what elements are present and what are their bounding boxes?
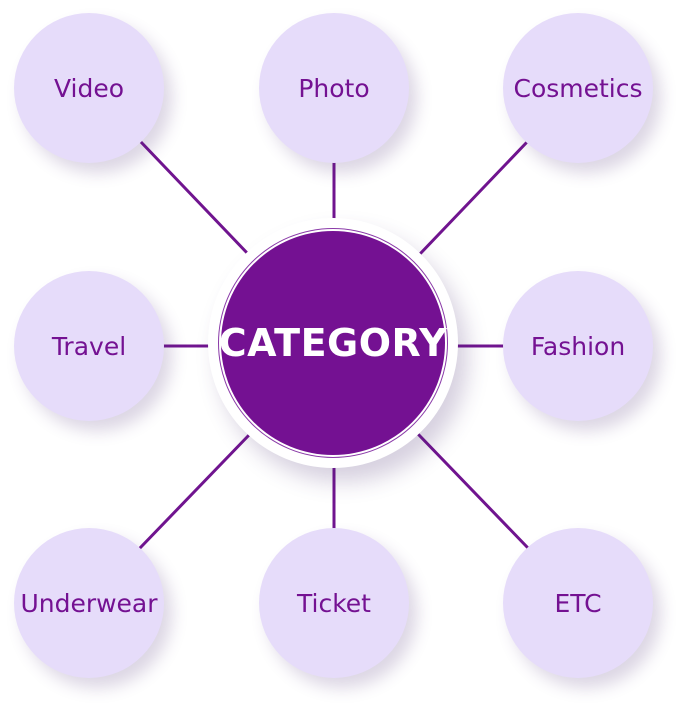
connector-underwear [138,432,252,550]
category-label-ticket: Ticket [297,588,371,618]
category-node-etc: ETC [503,528,653,678]
center-node: CATEGORY [218,231,448,455]
connector-etc [416,432,530,550]
category-node-ticket: Ticket [259,528,409,678]
category-node-underwear: Underwear [14,528,164,678]
category-node-video: Video [14,13,164,163]
category-node-travel: Travel [14,271,164,421]
category-label-video: Video [53,73,125,103]
category-label-cosmetics: Cosmetics [513,73,643,103]
connector-video [138,139,252,258]
category-node-cosmetics: Cosmetics [503,13,653,163]
category-label-photo: Photo [298,73,370,103]
category-node-fashion: Fashion [503,271,653,421]
category-label-travel: Travel [51,331,127,361]
category-label-fashion: Fashion [530,331,626,361]
category-node-photo: Photo [259,13,409,163]
category-label-etc: ETC [554,588,602,618]
category-label-underwear: Underwear [20,588,158,618]
center-label: CATEGORY [218,321,448,365]
connector-cosmetics [416,139,530,258]
